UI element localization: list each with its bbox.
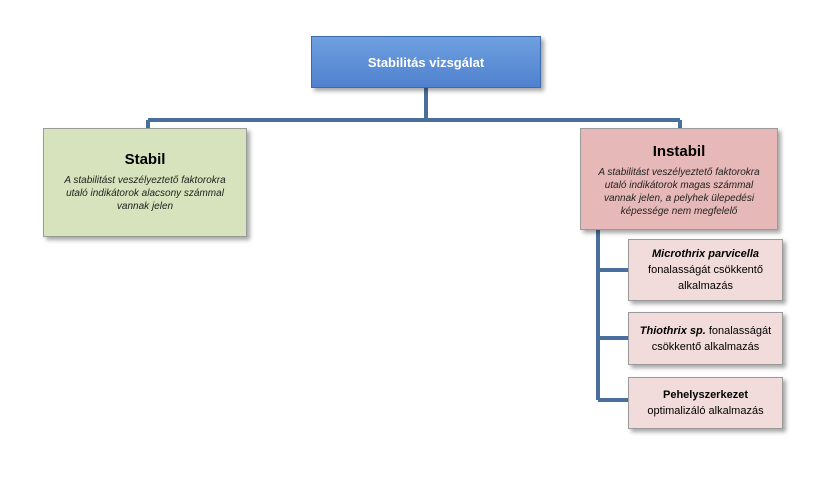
child-emphasis: Microthrix parvicella bbox=[652, 248, 759, 260]
child-node-thiothrix: Thiothrix sp. fonalasságát csökkentő alk… bbox=[628, 312, 783, 365]
instabil-title: Instabil bbox=[652, 143, 706, 160]
child-label: fonalasságát csökkentő alkalmazás bbox=[648, 264, 763, 292]
child-node-microthrix: Microthrix parvicella fonalasságát csökk… bbox=[628, 239, 783, 301]
child-emphasis: Pehelyszerkezet bbox=[662, 389, 748, 401]
child-text: Pehelyszerkezet optimalizáló alkalmazás bbox=[647, 387, 763, 419]
child-label: optimalizáló alkalmazás bbox=[647, 405, 764, 417]
child-label: fonalasságát csökkentő alkalmazás bbox=[651, 324, 772, 353]
child-emphasis: Thiothrix sp. bbox=[639, 324, 706, 337]
root-label: Stabilitás vizsgálat bbox=[367, 54, 485, 70]
instabil-description: A stabilitást veszélyeztető faktorokra u… bbox=[598, 167, 760, 217]
child-text: Thiothrix sp. fonalasságát csökkentő alk… bbox=[633, 323, 778, 355]
stabil-description: A stabilitást veszélyeztető faktorokra u… bbox=[64, 175, 226, 212]
instabil-node: Instabil A stabilitást veszélyeztető fak… bbox=[580, 128, 778, 230]
stabil-title: Stabil bbox=[124, 151, 166, 168]
child-text: Microthrix parvicella fonalasságát csökk… bbox=[633, 246, 778, 294]
child-node-pehelyszerkezet: Pehelyszerkezet optimalizáló alkalmazás bbox=[628, 377, 783, 429]
stabil-node: Stabil A stabilitást veszélyeztető fakto… bbox=[43, 128, 247, 237]
root-node: Stabilitás vizsgálat bbox=[311, 36, 541, 88]
